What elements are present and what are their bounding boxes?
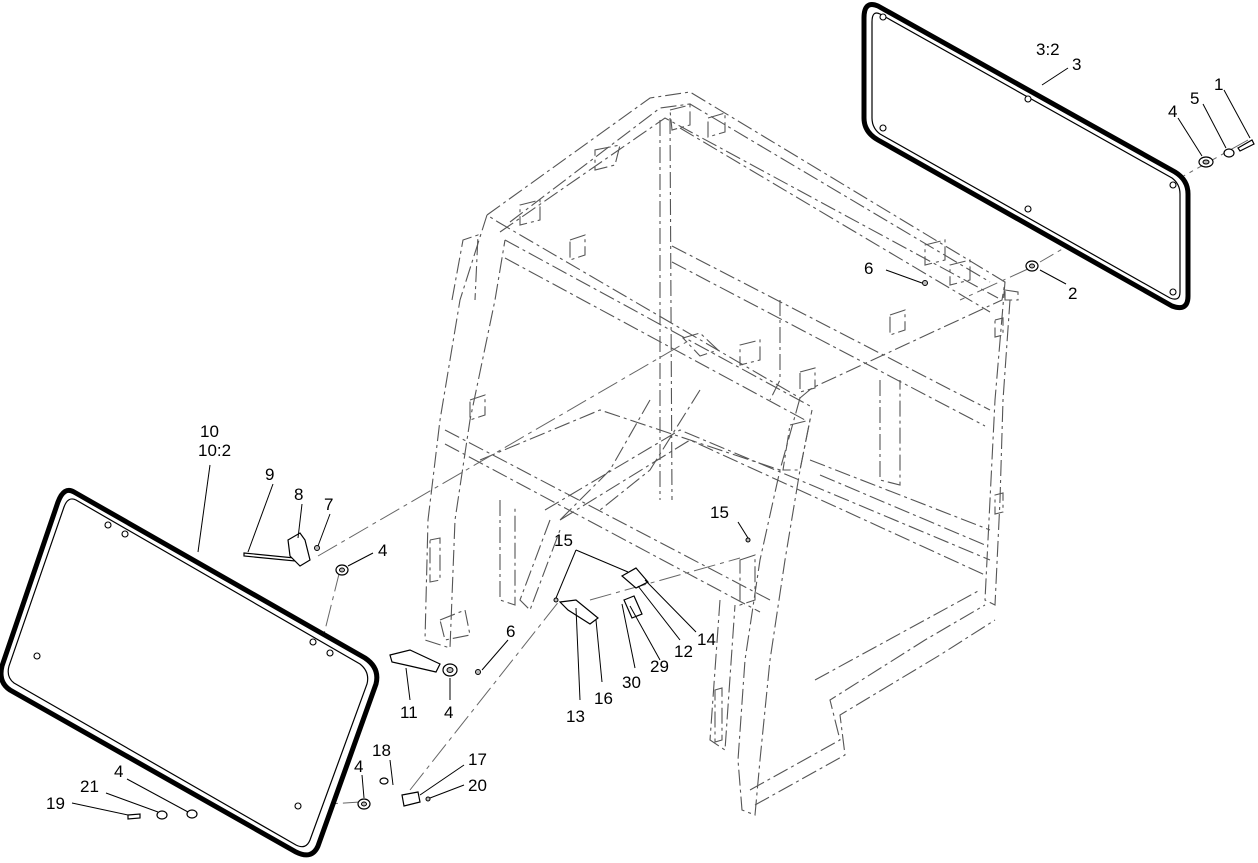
callout-19: 19 [46,794,65,813]
leader-lines [71,67,1251,816]
callout-1: 1 [1214,75,1223,94]
callout-7: 7 [324,495,333,514]
screw-20 [425,796,431,802]
callout-3-2: 3:2 [1036,40,1060,59]
callout-29: 29 [650,657,669,676]
screw-9 [243,552,296,562]
bolt-1 [1237,139,1255,152]
callout-4: 4 [1168,102,1177,121]
callout-21: 21 [80,777,99,796]
callout-4-mid: 4 [444,703,453,722]
callout-14: 14 [697,630,716,649]
callout-18: 18 [372,741,391,760]
callout-10-2: 10:2 [198,441,231,460]
latch-plate-11 [389,649,441,673]
washer-4-bottom [186,809,198,819]
nut-6-front [475,669,481,675]
clip-17 [401,791,421,807]
callout-5: 5 [1190,89,1199,108]
front-window-hardware [127,532,751,820]
callout-15-right: 15 [710,503,729,522]
callout-4-lower: 4 [354,757,363,776]
nut-6-rear [922,280,928,286]
callout-10: 10 [200,422,219,441]
cab-frame [424,91,1019,816]
callout-17: 17 [468,750,487,769]
callout-12: 12 [674,642,693,661]
callout-labels: 3:2 3 1 5 4 6 2 10 10:2 9 8 7 4 15 15 14… [46,40,1223,813]
washer-21 [156,810,168,820]
bracket-14 [620,567,649,589]
washer-5 [1223,148,1235,158]
gas-strut-13 [558,599,599,625]
rear-window-hardware [922,139,1255,286]
callout-4-upper: 4 [378,541,387,560]
callout-13: 13 [566,707,585,726]
callout-3: 3 [1072,55,1081,74]
screw-15a [553,597,559,603]
callout-15-left: 15 [554,531,573,550]
callout-11: 11 [400,703,418,722]
bracket-8 [287,532,311,567]
callout-4-bottom: 4 [114,762,123,781]
callout-9: 9 [265,465,274,484]
callout-6-front: 6 [506,622,515,641]
bracket-29 [623,595,643,619]
callout-6: 6 [864,259,873,278]
bolt-19 [127,813,141,820]
rear-window-glass [861,2,1191,311]
callout-20: 20 [468,776,487,795]
callout-16: 16 [594,689,613,708]
nut-7 [314,545,320,551]
callout-30: 30 [622,673,641,692]
front-window-glass [0,487,380,858]
screw-15b [745,537,751,543]
callout-2: 2 [1068,284,1077,303]
callout-8: 8 [294,485,303,504]
spacer-18 [379,777,389,785]
